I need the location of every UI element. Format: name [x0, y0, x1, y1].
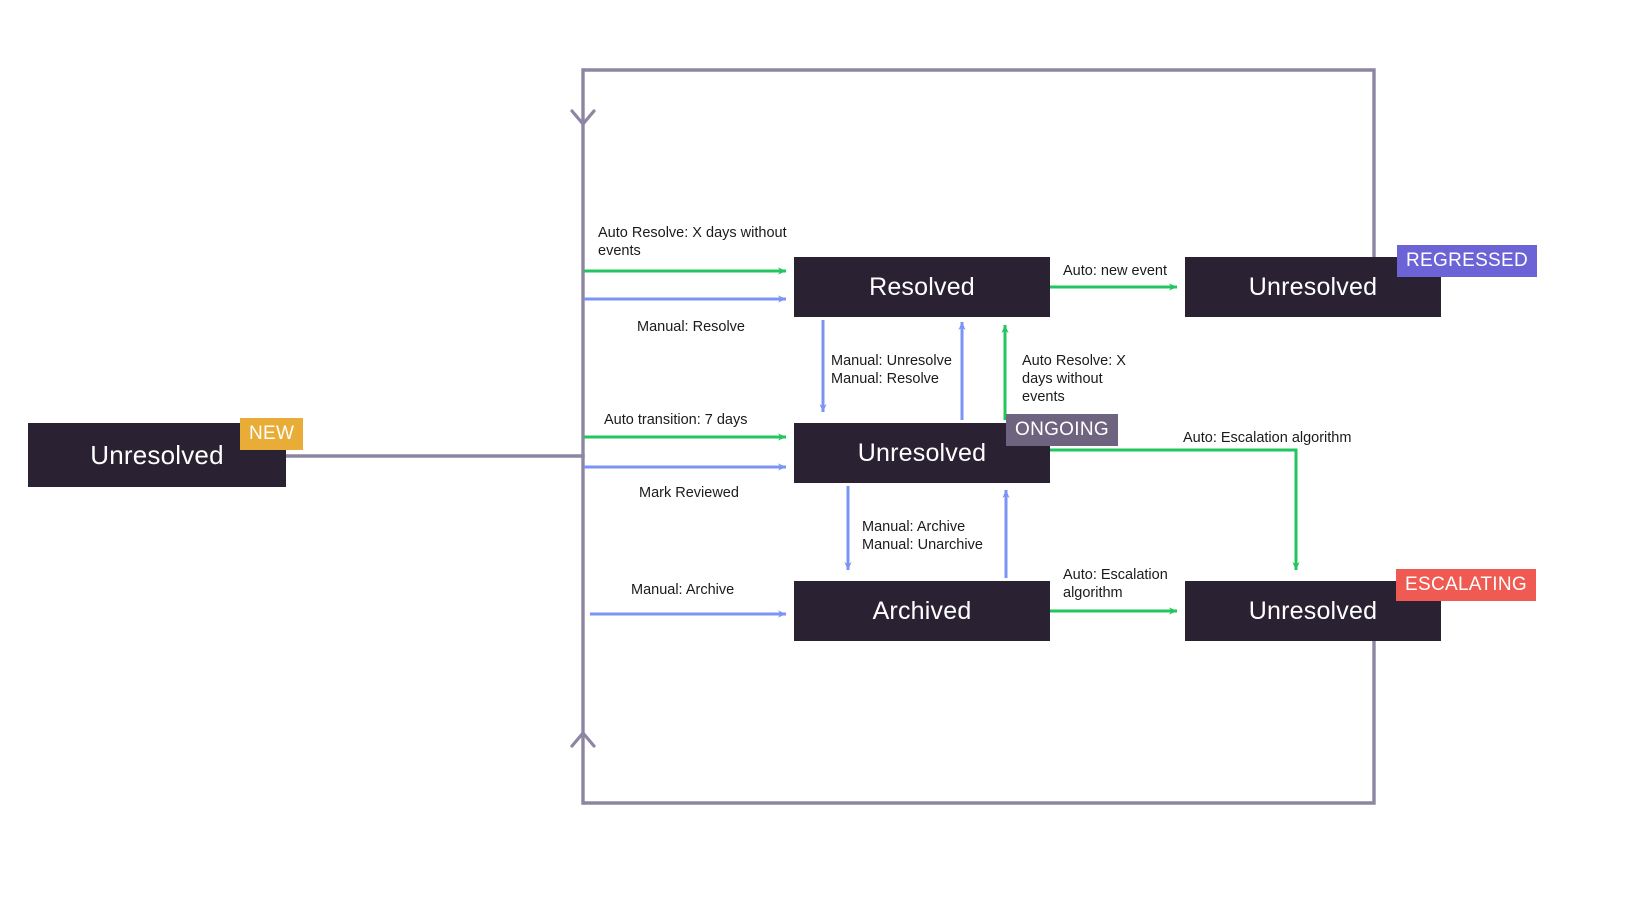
edge-label-manual-unresolve-resolve: Manual: Unresolve Manual: Resolve: [831, 353, 952, 388]
loop-arrowheads: [570, 109, 596, 748]
status-badge-escalating: ESCALATING: [1396, 569, 1536, 601]
manual-edges: [584, 295, 1010, 618]
status-badge-new: NEW: [240, 418, 304, 450]
node-label: Unresolved: [1248, 596, 1378, 625]
node-resolved[interactable]: Resolved: [794, 257, 1050, 317]
status-badge-label: ESCALATING: [1405, 574, 1527, 595]
node-label: Unresolved: [1248, 272, 1378, 301]
edge-label-auto-escalation-top: Auto: Escalation algorithm: [1183, 430, 1352, 446]
edge-label-manual-resolve-top: Manual: Resolve: [637, 319, 745, 335]
status-badge-regressed: REGRESSED: [1397, 245, 1538, 277]
auto-edges: [584, 267, 1300, 615]
edge-label-auto-new-event: Auto: new event: [1063, 263, 1167, 279]
status-badge-label: ONGOING: [1015, 419, 1109, 440]
edge-label-auto-transition-7days: Auto transition: 7 days: [604, 412, 748, 428]
edge-label-manual-archive: Manual: Archive: [631, 582, 735, 598]
edge-label-manual-archive-unarchive: Manual: Archive Manual: Unarchive: [862, 519, 983, 554]
edge-label-mark-reviewed: Mark Reviewed: [639, 485, 739, 501]
spine-down-arrowhead: [570, 109, 596, 126]
status-badge-label: NEW: [249, 423, 295, 444]
edge-auto-escalation-ongoing: [1050, 448, 1300, 571]
node-label: Resolved: [869, 272, 975, 301]
node-archived[interactable]: Archived: [794, 581, 1050, 641]
edge-top-loop: [583, 68, 1376, 259]
node-label: Unresolved: [857, 438, 987, 467]
status-badge-ongoing: ONGOING: [1006, 414, 1118, 446]
status-badge-label: REGRESSED: [1406, 250, 1529, 271]
edge-label-auto-resolve-top: Auto Resolve: X days without events: [598, 225, 787, 260]
edge-label-auto-resolve-up: Auto Resolve: X days without events: [1022, 353, 1126, 406]
loop-edges: [284, 68, 1376, 805]
node-label: Archived: [872, 596, 972, 625]
spine-up-arrowhead: [570, 731, 596, 748]
edge-bottom-loop: [583, 639, 1376, 805]
edge-label-auto-escalation-bottom: Auto: Escalation algorithm: [1063, 567, 1168, 602]
node-label: Unresolved: [90, 439, 224, 470]
